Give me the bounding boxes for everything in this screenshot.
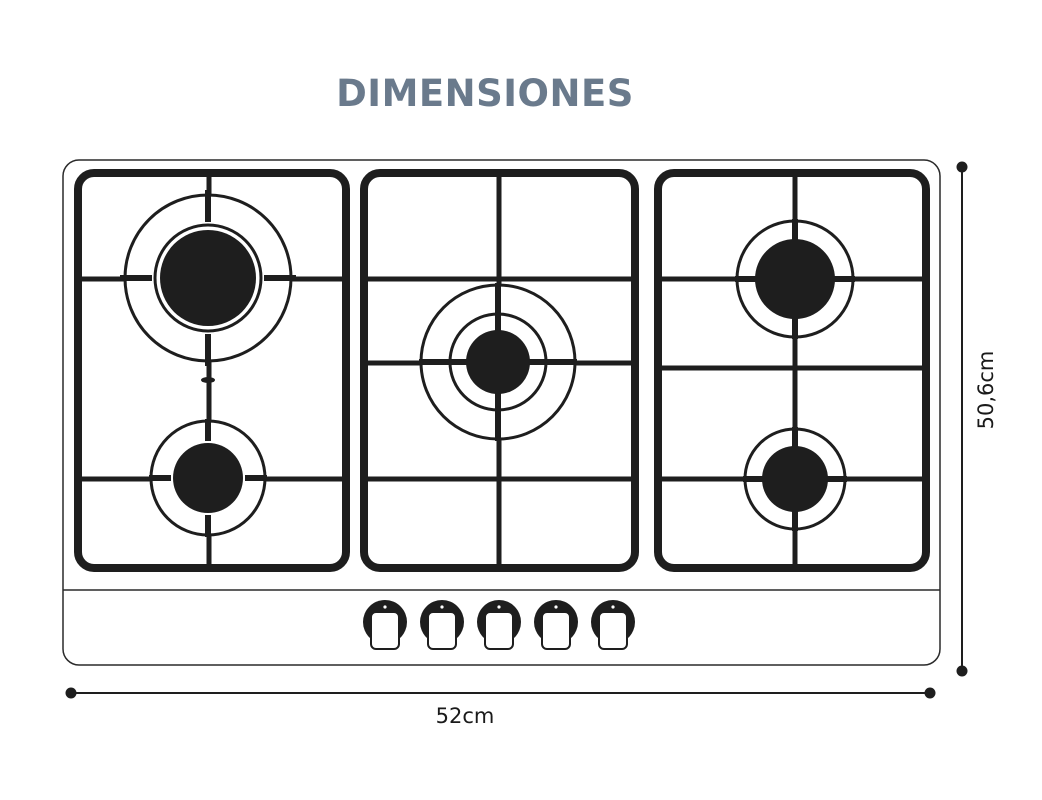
- control-knobs: [363, 600, 635, 650]
- width-label: 52cm: [435, 704, 495, 728]
- knob-4: [534, 600, 578, 650]
- knob-3: [477, 600, 521, 650]
- knob-2: [420, 600, 464, 650]
- thermocouple-icon: [201, 366, 215, 384]
- burner-small-bottom-right: [743, 427, 847, 531]
- cooktop-body: [62, 159, 941, 666]
- diagram-title: DIMENSIONES: [336, 72, 634, 115]
- width-dimension-line: [65, 687, 936, 699]
- height-dimension-line: [956, 161, 968, 677]
- burner-medium-top-right: [735, 219, 855, 339]
- height-label: 50,6cm: [974, 350, 998, 430]
- burner-large-top-left: [120, 190, 296, 384]
- knob-5: [591, 600, 635, 650]
- burner-small-bottom-left: [149, 419, 267, 537]
- burner-wok-center: [419, 283, 577, 441]
- knob-1: [363, 600, 407, 650]
